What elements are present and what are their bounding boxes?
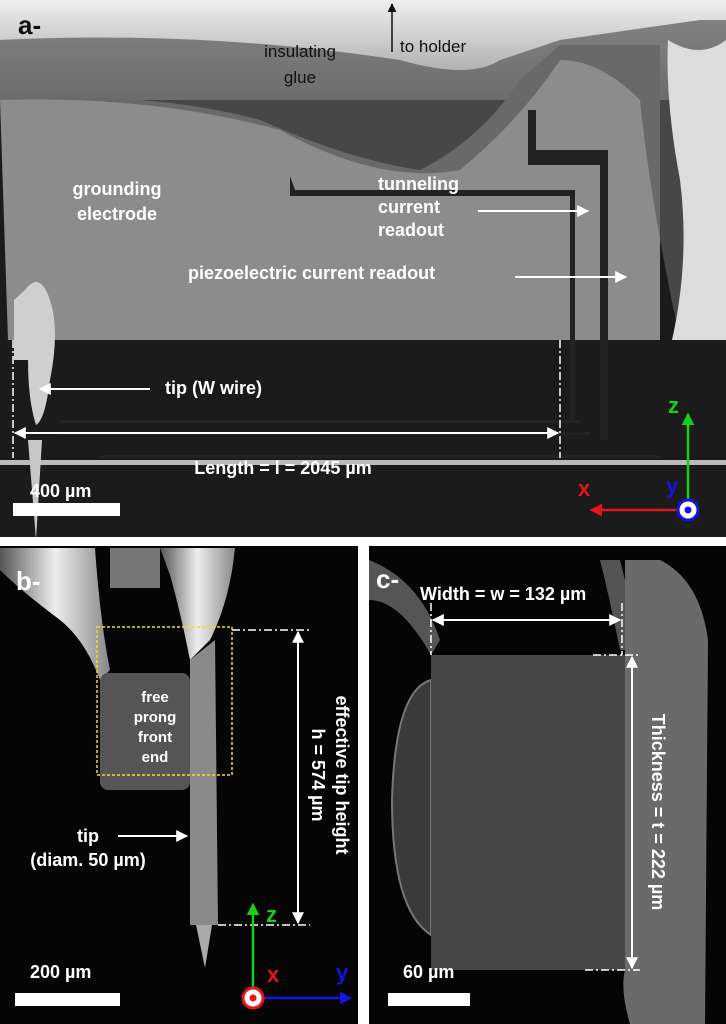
tip-end — [28, 440, 42, 540]
prong-side — [390, 678, 432, 937]
black-background — [0, 465, 726, 537]
fork-prong-left — [0, 548, 110, 680]
y-axis-dot — [684, 506, 692, 514]
label-end: end — [142, 749, 169, 766]
label-tunneling: tunneling — [378, 174, 459, 194]
label-prong: prong — [134, 709, 177, 726]
highlight-box — [96, 626, 233, 776]
free-prong-front-end — [100, 673, 190, 790]
scale-bar-label-b: 200 µm — [30, 962, 91, 982]
label-width: Width = w = 132 µm — [420, 584, 586, 604]
label-thickness: Thickness = t = 222 µm — [648, 714, 668, 910]
label-h-value: h = 574 µm — [308, 729, 328, 822]
label-piezoelectric: piezoelectric current readout — [188, 263, 435, 283]
scale-bar-a — [13, 503, 120, 516]
label-to-holder: to holder — [400, 37, 466, 56]
label-insulating: insulating — [264, 42, 336, 61]
label-tip-diameter: (diam. 50 µm) — [30, 850, 145, 870]
label-grounding: grounding — [73, 179, 162, 199]
fork-base — [110, 548, 160, 588]
label-tip: tip — [77, 826, 99, 846]
fork-prong-right — [160, 548, 235, 660]
trace-line — [60, 420, 580, 423]
x-axis-dot — [249, 994, 257, 1002]
panel-a: a- insulating glue to holder grounding e… — [0, 0, 726, 540]
y-axis-label: y — [666, 473, 679, 498]
trace-line — [100, 455, 660, 458]
label-effective-tip-height: effective tip height — [332, 695, 352, 854]
label-readout: readout — [378, 220, 444, 240]
edge-line — [0, 460, 726, 465]
prong-cross-section — [431, 655, 625, 970]
tip-wire-b — [190, 640, 218, 925]
outer-trace — [528, 110, 608, 440]
y-axis-label-b: y — [336, 960, 349, 985]
z-axis-label: z — [668, 393, 679, 418]
label-front: front — [138, 729, 172, 746]
bright-holder-edge — [667, 40, 726, 340]
glue-shadow — [0, 20, 726, 340]
scale-bar-b — [15, 993, 120, 1006]
panel-c: c- Width = w = 132 µm Thickness = t = 22… — [369, 546, 726, 1024]
tip-point-b — [196, 925, 212, 968]
label-glue: glue — [284, 68, 316, 87]
z-axis-label-b: z — [266, 902, 277, 927]
scale-bar-label-a: 400 µm — [30, 481, 91, 501]
label-tip-w-wire: tip (W wire) — [165, 378, 262, 398]
panel-label-c: c- — [376, 564, 399, 594]
x-axis-label-b: x — [267, 962, 280, 987]
x-axis-label: x — [578, 476, 591, 501]
panel-b: b- free prong front end tip (diam. 50 µm… — [0, 546, 358, 1024]
tip-wire-textured — [623, 560, 708, 1024]
piezo-electrode-gap — [10, 343, 560, 401]
glow-shape — [369, 560, 440, 655]
panel-label-a: a- — [18, 10, 41, 40]
scale-bar-label-c: 60 µm — [403, 962, 454, 982]
panel-label-b: b- — [16, 566, 41, 596]
scale-bar-c — [388, 993, 470, 1006]
label-current: current — [378, 197, 440, 217]
label-electrode: electrode — [77, 204, 157, 224]
label-free: free — [141, 689, 169, 706]
label-length: Length = l = 2045 µm — [194, 458, 371, 478]
